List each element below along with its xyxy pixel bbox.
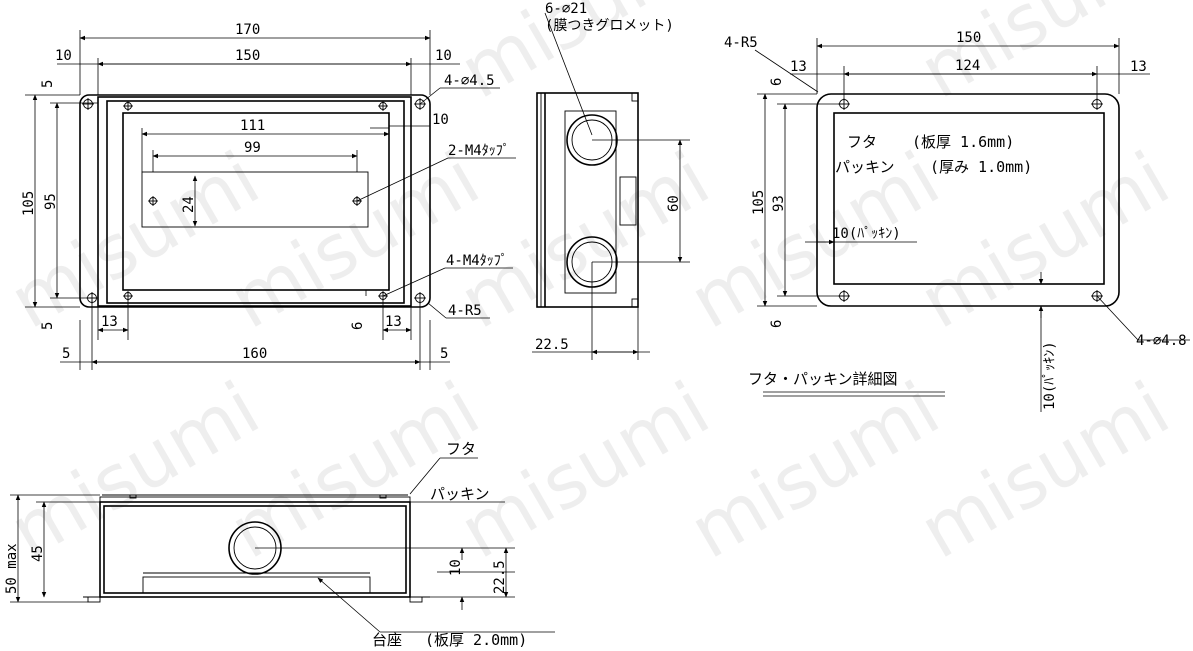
dim-160: 160 [242,346,267,362]
dim-lid-13-right: 13 [1130,59,1147,75]
outer-flange [79,94,431,308]
dim-lid-150: 150 [956,30,981,46]
dim-lid-105: 105 [751,190,767,215]
side-outline [536,92,639,308]
label-tap-2-m4: 2-M4ﾀｯﾌﾟ [448,143,510,159]
dim-50max: 50 max [4,543,20,594]
dim-22-5: 22.5 [535,337,569,353]
watermark: misumi [216,366,493,576]
dim-lid-6-bottom: 6 [769,320,785,328]
dim-99: 99 [244,140,261,156]
dim-lid-13-left: 13 [790,59,807,75]
label-base: 台座 [372,631,402,649]
side-view: 60 22.5 6-⌀21 (膜つきグロメット) [532,1,690,360]
watermark: misumi [446,366,723,576]
label-packing: パッキン [835,158,895,176]
dim-5-bottom: 5 [40,322,56,330]
opening [122,112,390,291]
dim-111: 111 [240,118,265,134]
label-packing-10-v: 10(ﾊﾟｯｷﾝ) [1042,341,1058,410]
watermark: misumi [906,0,1183,116]
dim-10-left: 10 [55,48,72,64]
bottom-lid [99,496,411,503]
dim-6: 6 [350,322,366,330]
dim-60: 60 [666,195,682,212]
dim-93: 93 [771,195,787,212]
watermark: misumi [0,366,273,576]
label-packing-spec: (厚み 1.0mm) [930,158,1032,176]
dim-5-top: 5 [40,80,56,88]
label-packing-10-h: 10(ﾊﾟｯｷﾝ) [832,226,901,242]
label-bottom-packing: パッキン [430,485,490,503]
base-plate [142,576,371,594]
dim-10-right: 10 [435,48,452,64]
box-body [97,96,412,307]
label-grommet-count: 6-⌀21 [545,1,587,17]
label-lid-hole: 4-⌀4.8 [1136,333,1187,349]
dim-13-right: 13 [385,314,402,330]
label-base-spec: (板厚 2.0mm) [425,631,527,649]
dim-95: 95 [43,193,59,210]
label-lid-spec: (板厚 1.6mm) [912,133,1014,151]
dim-bottom-10: 10 [448,559,464,576]
dim-105: 105 [21,191,37,216]
label-r5: 4-R5 [448,303,482,319]
dim-5-right: 5 [440,346,448,362]
watermark: misumi [446,136,723,346]
dim-124: 124 [955,58,980,74]
dim-5-left: 5 [62,346,70,362]
dim-150: 150 [235,48,260,64]
lid-detail-title: フタ・パッキン詳細図 [748,370,898,388]
dim-13-left: 13 [101,314,118,330]
dim-24: 24 [181,196,197,213]
label-lid-r5: 4-R5 [724,35,758,51]
lid-view: 150 124 13 13 105 93 6 6 4-R5 フタ (板厚 1.6… [724,30,1190,412]
dim-10-inner: 10 [432,112,449,128]
dim-170: 170 [235,22,260,38]
label-lid: フタ [847,133,877,151]
watermark: misumi [676,366,953,576]
bottom-view: 50 max 45 22.5 10 フタ パッキン 台座 (板厚 2.0mm) [4,440,555,649]
label-bottom-lid: フタ [446,440,476,458]
dim-lid-6-top: 6 [769,78,785,86]
box-inner [106,100,405,304]
din-rail [141,171,369,228]
watermark: misumi [0,136,273,346]
label-tap-4-m4: 4-M4ﾀｯﾌﾟ [446,253,508,269]
dim-45: 45 [30,545,46,562]
dim-bottom-22-5: 22.5 [492,560,508,594]
front-view: 170 150 10 10 111 10 99 24 105 95 5 5 13… [21,22,516,370]
packing-outline [833,112,1105,285]
lid-outline [816,93,1120,307]
watermark: misumi [676,136,953,346]
label-hole-4-4-5: 4-⌀4.5 [444,73,495,89]
label-grommet-desc: (膜つきグロメット) [545,18,674,34]
